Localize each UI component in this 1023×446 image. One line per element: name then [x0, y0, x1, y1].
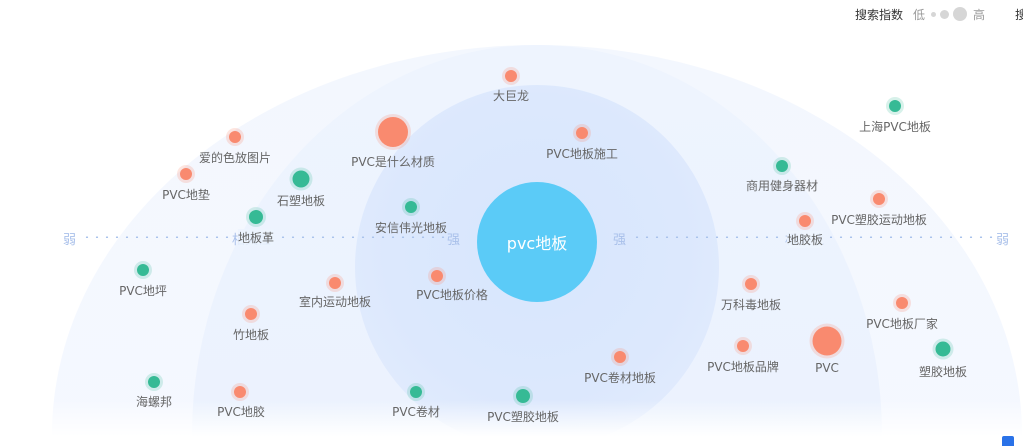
axis-strong-left: 强: [447, 233, 461, 248]
keyword-node[interactable]: [745, 278, 757, 290]
keyword-label: 爱的色放图片: [198, 151, 272, 165]
keyword-label: PVC地板品牌: [707, 360, 779, 374]
rising-dot-icon: [812, 326, 842, 356]
keyword-label: 大巨龙: [492, 89, 530, 103]
keyword-node[interactable]: [505, 70, 517, 82]
keyword-node[interactable]: [405, 201, 417, 213]
keyword-node[interactable]: [576, 127, 588, 139]
keyword-node[interactable]: [799, 215, 811, 227]
keyword-label: PVC地板厂家: [866, 317, 938, 331]
legend-title: 搜索指数: [855, 7, 904, 22]
keyword-node[interactable]: [614, 351, 626, 363]
rising-dot-icon: [180, 168, 192, 180]
rising-dot-icon: [737, 340, 749, 352]
keyword-node[interactable]: [889, 100, 901, 112]
rising-dot-icon: [614, 351, 626, 363]
falling-dot-icon: [405, 201, 417, 213]
keyword-node[interactable]: [137, 264, 149, 276]
keyword-label: 海螺邦: [135, 395, 173, 409]
keyword-label: PVC塑胶地板: [487, 410, 559, 424]
rising-dot-icon: [896, 297, 908, 309]
keyword-node[interactable]: [812, 326, 842, 356]
keyword-node[interactable]: [234, 386, 246, 398]
keyword-node[interactable]: [935, 341, 951, 357]
keyword-label: PVC地胶: [217, 405, 265, 419]
keyword-node[interactable]: [873, 193, 885, 205]
legend-low-label: 低: [913, 7, 926, 22]
keyword-node[interactable]: [896, 297, 908, 309]
center-keyword-bubble[interactable]: pvc地板: [477, 182, 597, 302]
falling-dot-icon: [148, 376, 160, 388]
medium-circle-icon: [940, 9, 950, 19]
rising-dot-icon: [378, 117, 408, 147]
keyword-label: 安信伟光地板: [374, 221, 448, 235]
keyword-label: 地板革: [237, 229, 275, 246]
axis-dotted-line-left-outer: [82, 236, 232, 238]
keyword-label: 上海PVC地板: [859, 120, 931, 134]
falling-dot-icon: [410, 386, 422, 398]
keyword-node[interactable]: [431, 270, 443, 282]
falling-dot-icon: [776, 160, 788, 172]
rising-dot-icon: [745, 278, 757, 290]
falling-dot-icon: [935, 341, 951, 357]
axis-dotted-line-left-inner: [278, 236, 446, 238]
falling-dot-icon: [249, 210, 263, 224]
keyword-label: 万科毒地板: [720, 298, 782, 312]
rising-dot-icon: [234, 386, 246, 398]
rising-dot-icon: [576, 127, 588, 139]
rising-dot-icon: [799, 215, 811, 227]
keyword-node[interactable]: [329, 277, 341, 289]
small-circle-icon: [931, 11, 937, 17]
keyword-node[interactable]: [249, 210, 263, 224]
falling-dot-icon: [889, 100, 901, 112]
keyword-node[interactable]: [516, 389, 530, 403]
rising-dot-icon: [329, 277, 341, 289]
legend-next-label-partial: 搜: [1015, 8, 1023, 22]
keyword-label: PVC塑胶运动地板: [831, 213, 927, 227]
keyword-label: PVC地坪: [119, 284, 167, 298]
center-keyword-label: pvc地板: [506, 234, 568, 253]
keyword-node[interactable]: [737, 340, 749, 352]
legend-high-label: 高: [973, 7, 986, 22]
keyword-node[interactable]: [229, 131, 241, 143]
falling-dot-icon: [137, 264, 149, 276]
rising-dot-icon: [245, 308, 257, 320]
axis-weak-left: 弱: [63, 233, 77, 248]
keyword-label: PVC: [815, 361, 839, 375]
keyword-label: PVC卷材地板: [584, 371, 656, 385]
bottom-fade: [0, 400, 1023, 443]
keyword-node[interactable]: [148, 376, 160, 388]
keyword-label: 商用健身器材: [745, 179, 819, 193]
keyword-node[interactable]: [245, 308, 257, 320]
rising-dot-icon: [229, 131, 241, 143]
rising-dot-icon: [873, 193, 885, 205]
falling-dot-icon: [516, 389, 530, 403]
rising-dot-icon: [505, 70, 517, 82]
axis-strong-right: 强: [613, 233, 627, 248]
keyword-label: PVC地板施工: [546, 147, 618, 161]
keyword-label: PVC卷材: [392, 405, 440, 419]
axis-dotted-line-right-outer: [826, 236, 994, 238]
feedback-widget-icon[interactable]: [1002, 436, 1014, 446]
keyword-label: 塑胶地板: [918, 365, 968, 379]
keyword-label: 地胶板: [786, 231, 824, 248]
keyword-label: PVC地垫: [162, 188, 210, 202]
keyword-node[interactable]: [378, 117, 408, 147]
keyword-label: PVC地板价格: [416, 288, 488, 302]
search-index-legend: 搜索指数 低 高 搜: [855, 6, 1023, 22]
keyword-node[interactable]: [776, 160, 788, 172]
falling-dot-icon: [292, 170, 310, 188]
keyword-label: 石塑地板: [276, 194, 326, 208]
large-circle-icon: [953, 7, 968, 21]
keyword-node[interactable]: [180, 168, 192, 180]
keyword-node[interactable]: [292, 170, 310, 188]
keyword-label: 室内运动地板: [298, 295, 372, 309]
axis-weak-right: 弱: [996, 233, 1010, 248]
axis-dotted-line-right-inner: [632, 236, 784, 238]
keyword-label: 竹地板: [232, 328, 270, 342]
keyword-label: PVC是什么材质: [351, 155, 435, 169]
keyword-node[interactable]: [410, 386, 422, 398]
rising-dot-icon: [431, 270, 443, 282]
